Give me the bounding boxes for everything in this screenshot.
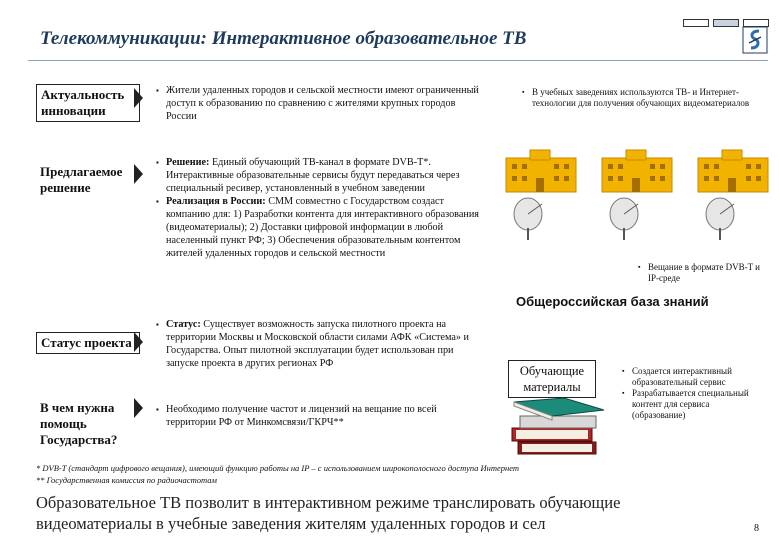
satellite-dish-icon [705,197,735,240]
bullet-item: Создается интерактивный образовательный … [622,366,762,388]
window-button-1[interactable] [683,19,709,27]
service-notes: Создается интерактивный образовательный … [622,366,762,421]
bullet-item: Статус: Существует возможность запуска п… [156,318,482,370]
school-building-icon [601,149,673,193]
conclusion-text: Образовательное ТВ позволит в интерактив… [36,493,621,533]
bullet-item: Вещание в формате DVB-T и IP-среде [638,262,764,284]
state-help-bullets: Необходимо получение частот и лицензий н… [156,403,482,429]
arrow-icon [134,164,143,184]
relevance-bullets: Жители удаленных городов и сельской мест… [156,84,486,123]
footnote-2: ** Государственная комиссия по радиочаст… [36,475,217,485]
bullet-item: Разрабатывается специальный контент для … [622,388,762,421]
school-building-icon [505,149,577,193]
window-button-2[interactable] [713,19,739,27]
arrow-icon [134,398,143,418]
bullet-item: Необходимо получение частот и лицензий н… [156,403,482,429]
broadcast-note: Вещание в формате DVB-T и IP-среде [638,262,764,284]
footnote-1: * DVB-T (стандарт цифрового вещания), им… [36,463,520,473]
page-number: 8 [754,523,759,534]
bullet-item: Жители удаленных городов и сельской мест… [156,84,486,123]
bullet-item: Решение: Единый обучающий ТВ-канал в фор… [156,156,482,195]
arrow-icon [134,332,143,352]
status-bullets: Статус: Существует возможность запуска п… [156,318,482,370]
school-building-icon [697,149,769,193]
top-note: В учебных заведениях используются ТВ- и … [522,87,752,109]
section-label-status: Статус проекта [36,332,140,354]
knowledge-base-label: Общероссийская база знаний [516,294,709,309]
header-rule [28,60,768,61]
satellite-dish-icon [513,197,543,240]
satellite-dish-icon [609,197,639,240]
bullet-item: В учебных заведениях используются ТВ- и … [522,87,752,109]
materials-label: Обучающие материалы [508,360,596,398]
arrow-icon [134,88,143,108]
schools-illustration [505,149,769,240]
section-label-solution: Предлагаемое решение [40,164,123,195]
solution-bullets: Решение: Единый обучающий ТВ-канал в фор… [156,156,482,260]
books-stack-icon [511,398,605,455]
bullet-item: Реализация в России: СММ совместно с Гос… [156,195,482,260]
logo-icon [742,26,768,54]
section-label-state-help: В чем нужна помощь Государства? [40,400,118,447]
section-label-relevance: Актуальность инновации [36,84,140,122]
page-title: Телекоммуникации: Интерактивное образова… [40,28,527,49]
